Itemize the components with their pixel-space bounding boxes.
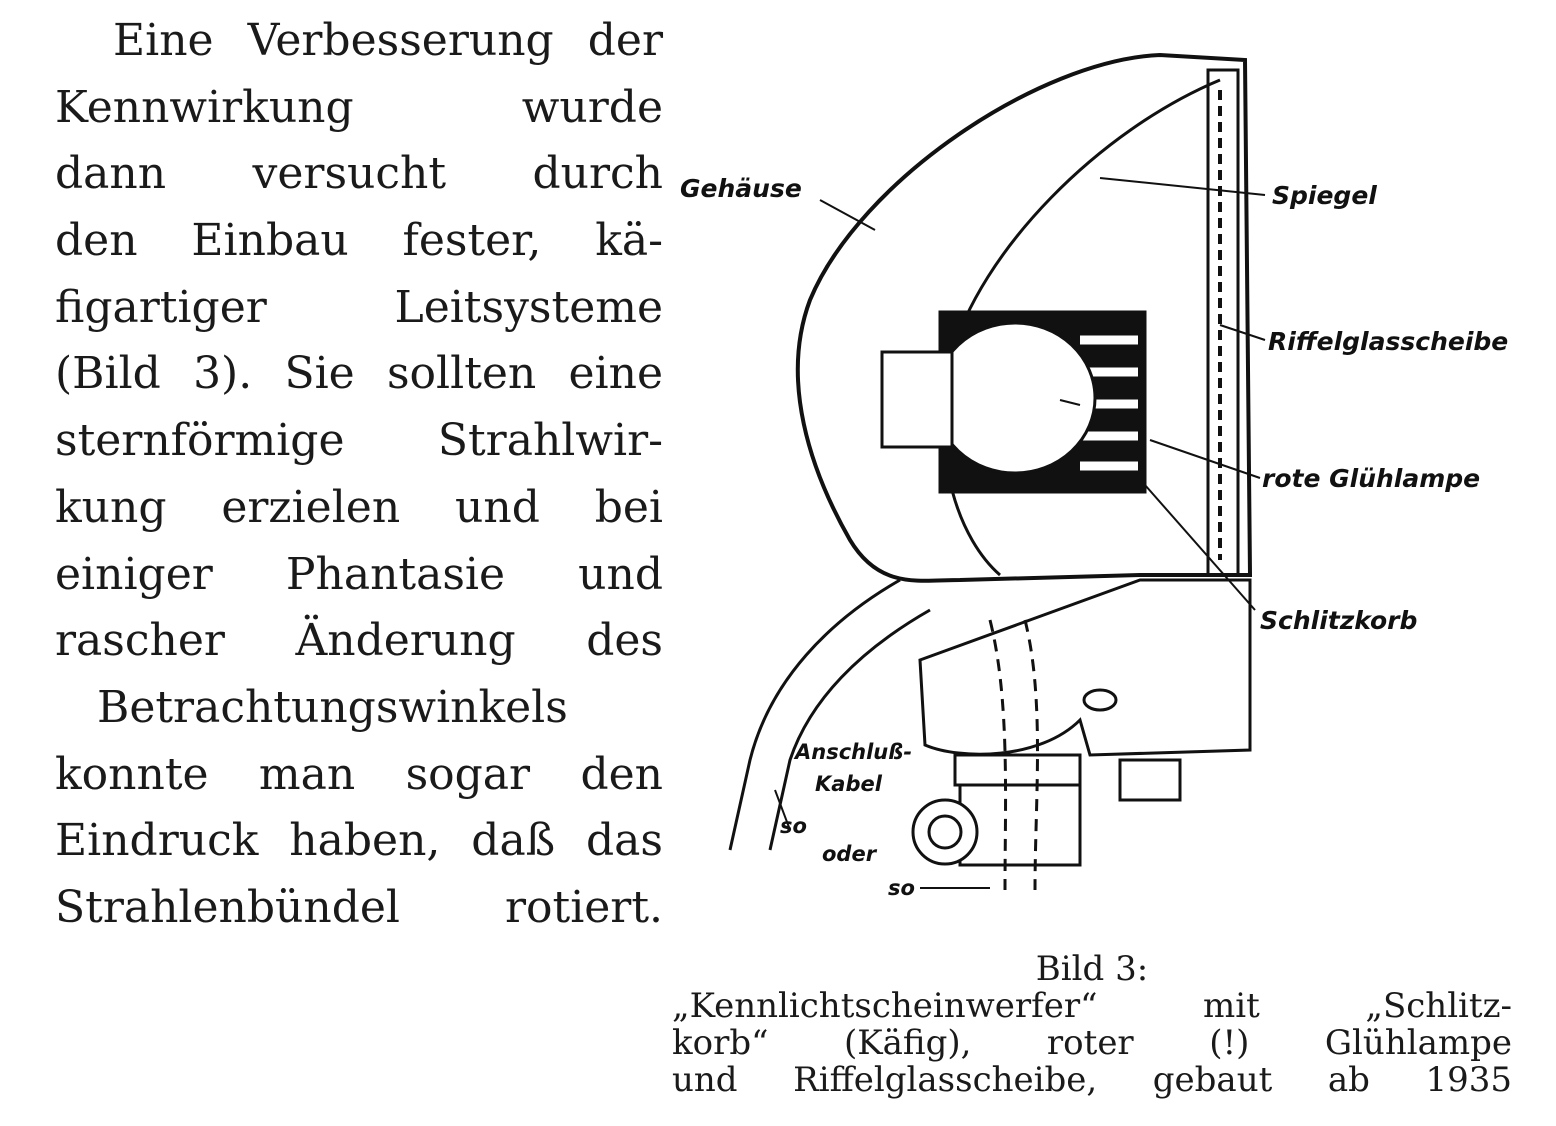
text-line: Eindruck haben, daß das <box>55 815 663 867</box>
label-reflector: Spiegel <box>1272 181 1377 210</box>
label-cage: Schlitzkorb <box>1260 606 1418 635</box>
glass-plate <box>1206 68 1240 577</box>
housing-outline <box>795 52 1253 583</box>
text-line: Eine Verbesserung der <box>113 15 663 66</box>
text-line: Kennwirkung wurde <box>55 81 663 133</box>
label-or: oder <box>822 842 877 866</box>
text-line: Betrachtungswinkels <box>97 681 568 733</box>
caption-title: Bild 3: <box>1035 949 1149 989</box>
label-so-1: so <box>780 814 807 838</box>
label-so-2: so <box>888 876 915 900</box>
text-line: den Einbau fester, kä- <box>55 215 663 267</box>
label-cable-line1: Anschluß- <box>795 740 913 764</box>
caption-line: „Kennlichtscheinwerfer“ mit „Schlitz- <box>672 986 1512 1026</box>
bulb <box>933 321 1097 475</box>
caption-line: korb“ (Käfig), roter (!) Glühlampe <box>672 1023 1512 1063</box>
cable <box>728 578 931 851</box>
text-line: kung erzielen und bei <box>55 481 663 533</box>
text-line: rascher Änderung des <box>55 615 663 667</box>
bulb-socket <box>880 350 954 449</box>
text-line: konnte man sogar den <box>55 748 663 800</box>
text-line: dann versucht durch <box>55 148 663 200</box>
label-glass-plate: Riffelglasscheibe <box>1268 327 1509 356</box>
text-line: Strahlenbündel rotiert. <box>55 881 663 933</box>
figure-caption: Bild 3: „Kennlichtscheinwerfer“ mit „Sch… <box>672 950 1512 1099</box>
lamp-illustration <box>728 52 1266 891</box>
text-line: einiger Phantasie und <box>55 548 663 600</box>
mount-body <box>918 578 1252 757</box>
text-line: (Bild 3). Sie sollten eine <box>55 348 663 400</box>
label-cable-line2: Kabel <box>815 772 882 796</box>
caption-line: und Riffelglasscheibe, gebaut ab 1935 <box>672 1060 1512 1100</box>
text-line: figartiger Leitsysteme <box>55 281 663 333</box>
body-text-column: Eine Verbesserung der Kennwirkung wurde … <box>55 8 663 942</box>
label-bulb: rote Glühlampe <box>1262 464 1481 493</box>
text-line: sternförmige Strahlwir- <box>55 415 663 467</box>
label-housing: Gehäuse <box>680 174 802 203</box>
